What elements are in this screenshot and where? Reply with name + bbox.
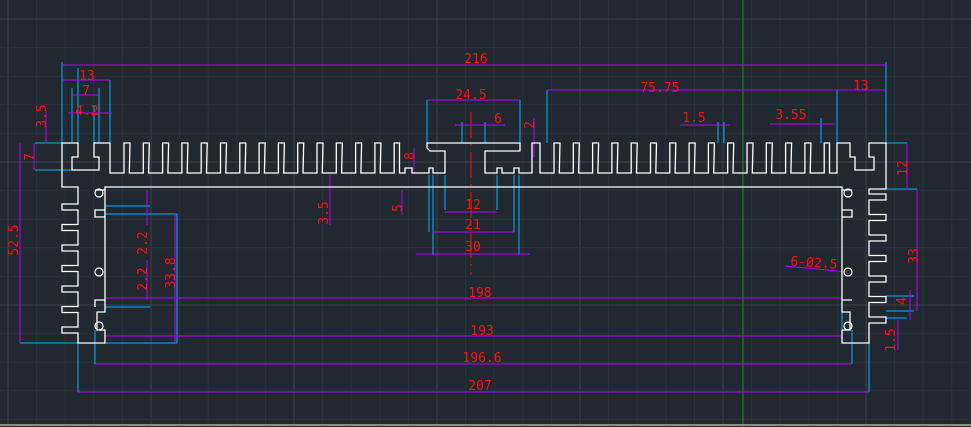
dim-30: 30 — [465, 240, 481, 255]
dim-6: 6 — [494, 112, 502, 127]
dim-2-2-b: 2.2 — [136, 267, 151, 290]
dim-3-5-plate: 3.5 — [317, 201, 332, 224]
dimension-labels: 216 13 7 4.2 3.5 7 52.5 24.5 6 2 8 5 3.5… — [7, 52, 922, 394]
dim-1-5-lip: 1.5 — [884, 328, 899, 351]
dim-13-right: 13 — [853, 79, 869, 94]
dim-2: 2 — [523, 121, 538, 129]
screw-hole — [843, 321, 853, 331]
screw-hole — [94, 267, 104, 277]
dim-3-55: 3.55 — [775, 108, 806, 123]
dimension-lines — [19, 64, 918, 393]
screw-hole — [94, 188, 104, 198]
left-rail — [94, 189, 105, 307]
heatsink-profile[interactable] — [61, 142, 887, 344]
dim-21: 21 — [465, 218, 481, 233]
dim-198: 198 — [468, 286, 491, 301]
dim-2-2-a: 2.2 — [136, 231, 151, 254]
right-rail — [842, 189, 853, 301]
dim-196-6: 196.6 — [462, 351, 501, 366]
screw-hole — [843, 267, 853, 277]
dim-12-right: 12 — [896, 160, 911, 176]
dim-13-left: 13 — [79, 69, 95, 84]
screw-hole — [94, 321, 104, 331]
dim-75-75: 75.75 — [640, 81, 679, 96]
dim-4: 4 — [895, 297, 910, 305]
dimension-line — [784, 265, 849, 273]
dim-33: 33 — [907, 248, 922, 264]
dim-12-center: 12 — [465, 198, 481, 213]
dim-7-left: 7 — [23, 153, 38, 161]
dim-3-5-left: 3.5 — [35, 104, 50, 127]
dim-52-5: 52.5 — [7, 224, 22, 255]
dim-207: 207 — [468, 379, 491, 394]
dim-5: 5 — [391, 204, 406, 212]
dim-216: 216 — [464, 52, 487, 67]
dim-8: 8 — [403, 152, 418, 160]
dim-33-8: 33.8 — [164, 257, 179, 288]
dim-24-5: 24.5 — [455, 88, 486, 103]
dim-4-2: 4.2 — [75, 104, 98, 119]
dim-193: 193 — [470, 324, 493, 339]
hole-callout: 6-Ø2.5 — [790, 254, 838, 272]
dim-7-top: 7 — [82, 84, 90, 99]
screw-hole — [843, 188, 853, 198]
dim-1-5-fin: 1.5 — [682, 111, 705, 126]
